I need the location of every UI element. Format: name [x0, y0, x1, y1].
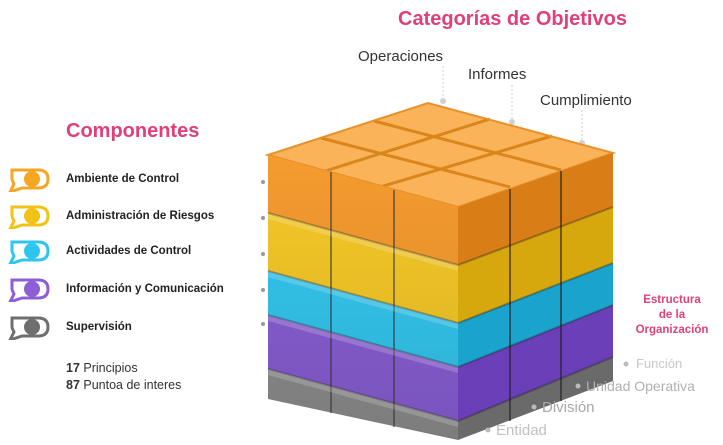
coso-cube	[264, 101, 617, 440]
component-item: Información y Comunicación	[8, 276, 224, 302]
org-level-funcion: Función	[636, 356, 683, 371]
cube-highlights	[268, 213, 458, 427]
org-title-line: Organización	[635, 324, 709, 336]
category-operaciones: Operaciones	[358, 48, 444, 65]
speech-bubble-icon	[8, 168, 50, 192]
component-label: Supervisión	[66, 321, 132, 333]
component-item: Supervisión	[8, 314, 132, 340]
speech-bubble-icon	[8, 316, 50, 340]
org-level-unidad-operativa: Unidad Operativa	[586, 378, 695, 394]
org-structure-title: Estructura de la Organización	[622, 293, 722, 338]
org-level-division: División	[542, 399, 595, 416]
component-item: Ambiente de Control	[8, 166, 179, 192]
objectives-title: Categorías de Objetivos	[398, 8, 627, 30]
org-level-entidad: Entidad	[496, 422, 547, 439]
principles-block: 17 Principios 87 Puntoa de interes	[66, 360, 181, 394]
org-title-line: Estructura	[643, 294, 701, 306]
speech-bubble-icon	[8, 240, 50, 264]
component-label: Ambiente de Control	[66, 173, 180, 185]
speech-bubble-icon	[8, 278, 50, 302]
speech-bubble-icon	[8, 205, 50, 229]
component-leader-dots	[261, 180, 265, 326]
principles-count: 17	[66, 361, 80, 375]
principles-label: Principios	[83, 361, 138, 375]
cube-front-face	[267, 155, 459, 440]
component-item: Administración de Riesgos	[8, 203, 214, 229]
category-cumplimiento: Cumplimiento	[540, 92, 632, 109]
component-label: Actividades de Control	[66, 245, 192, 257]
points-label: Puntoa de interes	[83, 378, 182, 392]
points-count: 87	[66, 378, 80, 392]
component-label: Información y Comunicación	[66, 283, 224, 295]
component-item: Actividades de Control	[8, 238, 191, 264]
org-title-line: de la	[658, 309, 686, 321]
component-label: Administración de Riesgos	[66, 210, 215, 222]
category-informes: Informes	[468, 66, 527, 83]
cube-right-face	[457, 153, 614, 440]
components-title: Componentes	[66, 120, 200, 142]
